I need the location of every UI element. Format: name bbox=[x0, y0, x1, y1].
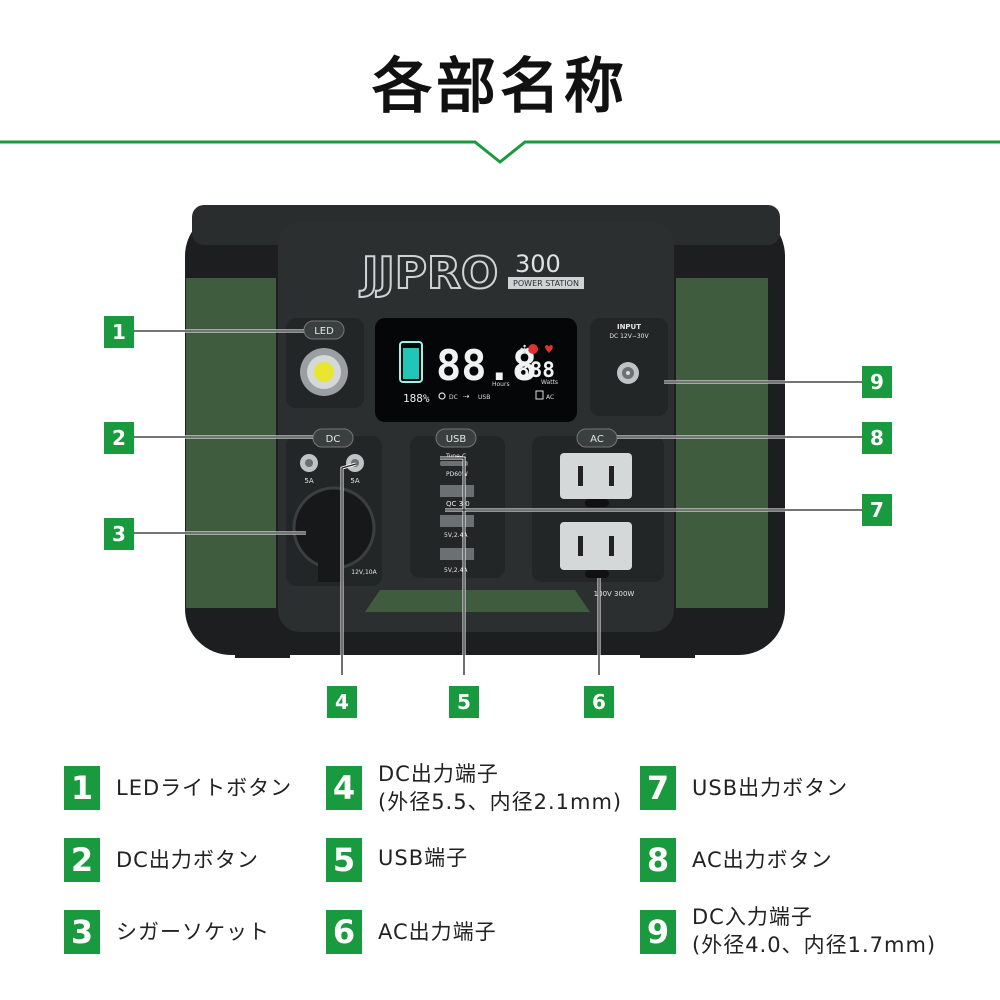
lcd-fan-icon: ✣ bbox=[520, 343, 529, 356]
svg-text:PD60W: PD60W bbox=[446, 471, 468, 478]
legend-num-2: 2 bbox=[64, 838, 100, 882]
usb-c-port bbox=[440, 461, 468, 466]
svg-text:5A: 5A bbox=[350, 477, 359, 485]
svg-text:5A: 5A bbox=[304, 477, 313, 485]
usb-a-port-2 bbox=[440, 548, 474, 560]
title-divider bbox=[0, 140, 1000, 164]
lcd-watts-digits: 888 bbox=[517, 358, 555, 382]
svg-text:12V,10A: 12V,10A bbox=[351, 569, 377, 576]
legend-text-3: シガーソケット bbox=[116, 920, 270, 944]
lcd-screen bbox=[375, 318, 577, 422]
svg-text:5V,2.4A: 5V,2.4A bbox=[444, 567, 468, 574]
callout-6: 6 bbox=[584, 686, 614, 718]
svg-text:Watts: Watts bbox=[541, 379, 558, 386]
svg-text:INPUT: INPUT bbox=[617, 323, 641, 331]
battery-icon bbox=[399, 341, 423, 383]
legend-text-5: USB端子 bbox=[378, 846, 469, 870]
power-station-illustration: JJPRO 300 POWER STATION LED 188% 88.8 Ho… bbox=[134, 205, 864, 675]
callout-3: 3 bbox=[104, 518, 134, 550]
legend-text-7: USB出力ボタン bbox=[692, 776, 849, 800]
legend-num-8: 8 bbox=[640, 838, 676, 882]
model-number: 300 bbox=[515, 250, 561, 278]
ac-outlet-1 bbox=[560, 453, 632, 499]
usb-button[interactable] bbox=[435, 428, 477, 448]
lcd-usb-icon: ⇢ bbox=[463, 392, 470, 401]
right-green-panel bbox=[676, 278, 768, 608]
callout-1: 1 bbox=[104, 316, 134, 348]
legend-text-8: AC出力ボタン bbox=[692, 848, 833, 872]
legend-text-4: DC出力端子 bbox=[378, 762, 499, 786]
legend-subtext-9: (外径4.0、内径1.7mm) bbox=[692, 933, 937, 957]
legend-num-5: 5 bbox=[326, 838, 362, 882]
lcd-ac-icon bbox=[535, 390, 544, 400]
svg-text:188%: 188% bbox=[403, 392, 430, 405]
callout-8: 8 bbox=[862, 422, 892, 454]
lcd-hours-digits: 88.8 bbox=[436, 341, 537, 390]
svg-text:AC: AC bbox=[546, 394, 554, 401]
legend-num-9: 9 bbox=[640, 910, 676, 954]
cigarette-socket bbox=[292, 486, 376, 570]
legend-text-9: DC入力端子 bbox=[692, 905, 813, 929]
ac-outlet-2 bbox=[560, 522, 632, 570]
svg-text:DC: DC bbox=[449, 394, 458, 401]
usb-a-port-1 bbox=[440, 515, 474, 527]
legend-num-3: 3 bbox=[64, 910, 100, 954]
lcd-warning-icon bbox=[528, 344, 538, 354]
callout-4: 4 bbox=[327, 686, 357, 718]
svg-text:QC 3.0: QC 3.0 bbox=[446, 500, 470, 508]
callout-7: 7 bbox=[862, 494, 892, 526]
svg-text:USB: USB bbox=[478, 394, 490, 401]
legend-text-2: DC出力ボタン bbox=[116, 848, 259, 872]
legend-num-1: 1 bbox=[64, 766, 100, 810]
left-green-panel bbox=[186, 278, 276, 608]
callout-lines bbox=[134, 330, 864, 675]
usb-module bbox=[410, 436, 505, 578]
lcd-thermo-icon: ♥ bbox=[544, 343, 554, 356]
legend-text-6: AC出力端子 bbox=[378, 920, 497, 944]
svg-text:DC 12V−30V: DC 12V−30V bbox=[609, 333, 649, 340]
callout-9: 9 bbox=[862, 366, 892, 398]
legend-num-4: 4 bbox=[326, 766, 362, 810]
legend-subtext-4: (外径5.5、内径2.1mm) bbox=[378, 790, 623, 814]
svg-text:5V,2.4A: 5V,2.4A bbox=[444, 532, 468, 539]
svg-text:USB: USB bbox=[446, 434, 467, 445]
svg-text:LED: LED bbox=[314, 326, 334, 337]
legend-num-6: 6 bbox=[326, 910, 362, 954]
legend-num-7: 7 bbox=[640, 766, 676, 810]
svg-text:100V 300W: 100V 300W bbox=[594, 590, 635, 598]
bottom-stripe bbox=[365, 590, 590, 612]
svg-text:AC: AC bbox=[590, 434, 604, 445]
callout-2: 2 bbox=[104, 422, 134, 454]
usb-qc-port bbox=[440, 485, 474, 497]
svg-text:DC: DC bbox=[326, 434, 341, 445]
lcd-dc-icon bbox=[438, 392, 446, 400]
callout-5: 5 bbox=[449, 686, 479, 718]
led-light-icon bbox=[314, 362, 334, 382]
model-subtitle: POWER STATION bbox=[513, 279, 579, 288]
legend-text-1: LEDライトボタン bbox=[116, 776, 293, 800]
brand-logo: JJPRO bbox=[359, 248, 498, 299]
svg-text:Hours: Hours bbox=[492, 381, 510, 388]
page-title: 各部名称 bbox=[372, 52, 628, 122]
